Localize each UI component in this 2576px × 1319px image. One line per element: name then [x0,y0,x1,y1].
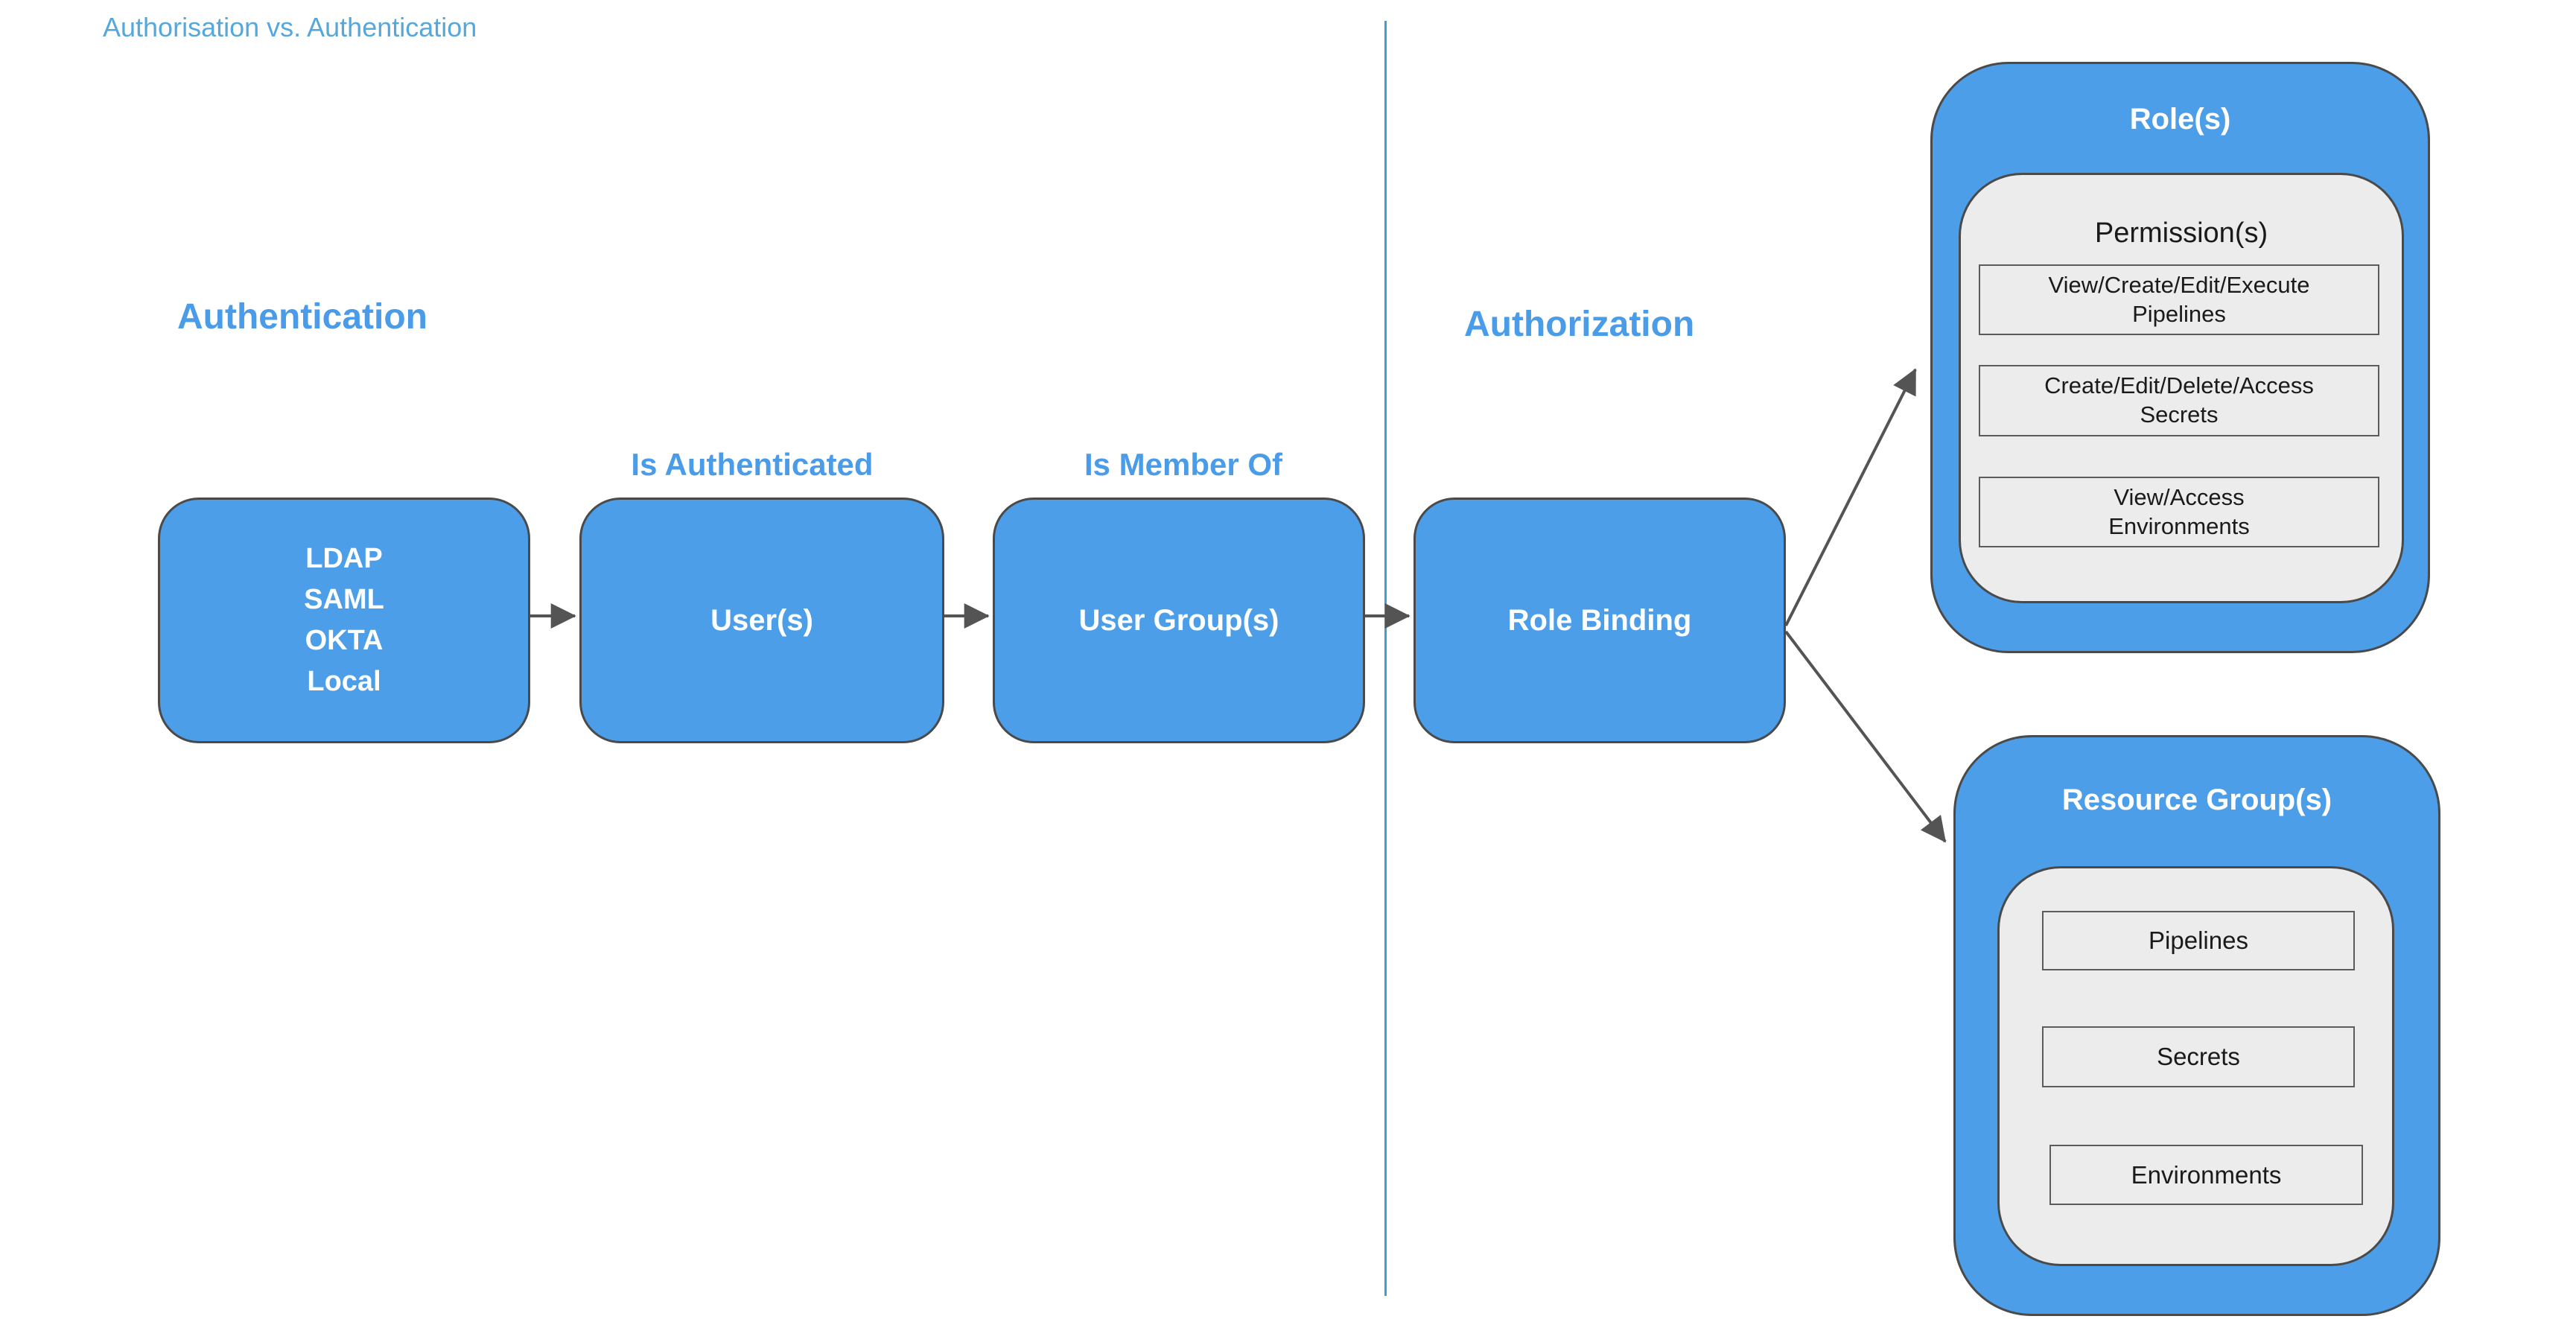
permission-item-environments: View/Access Environments [1979,477,2379,547]
permission-item-secrets-line2: Secrets [2140,401,2219,428]
identity-provider-saml: SAML [304,584,384,615]
section-divider-line [1384,21,1387,1296]
roles-group-title: Role(s) [2129,103,2231,136]
authentication-section-heading: Authentication [177,297,427,337]
permission-item-environments-line2: Environments [2108,512,2250,539]
identity-provider-local: Local [307,666,381,697]
permission-item-secrets-line1: Create/Edit/Delete/Access [2044,372,2314,399]
node-role-binding-label: Role Binding [1507,603,1692,637]
arrow-binding-to-roles [1784,368,1917,626]
edge-label-is-member-of: Is Member Of [1084,447,1283,482]
resource-item-secrets: Secrets [2042,1026,2355,1087]
identity-provider-okta: OKTA [305,625,384,656]
authorization-section-heading: Authorization [1464,305,1695,344]
permission-item-pipelines-line2: Pipelines [2132,300,2226,327]
permission-item-environments-line1: View/Access [2114,483,2245,510]
arrow-binding-to-resources [1784,630,1947,843]
edge-label-is-authenticated: Is Authenticated [631,447,874,482]
permission-item-pipelines-line1: View/Create/Edit/Execute [2048,271,2310,298]
node-user-groups: User Group(s) [993,498,1365,743]
node-user-groups-label: User Group(s) [1078,603,1279,637]
permission-item-pipelines: View/Create/Edit/Execute Pipelines [1979,264,2379,335]
node-users: User(s) [579,498,944,743]
permissions-panel-title: Permission(s) [2094,217,2268,249]
node-identity-providers: LDAP SAML OKTA Local [158,498,530,743]
resource-item-pipelines: Pipelines [2042,911,2355,970]
node-role-binding: Role Binding [1413,498,1786,743]
page-title: Authorisation vs. Authentication [103,12,477,42]
identity-provider-ldap: LDAP [305,543,383,574]
node-users-label: User(s) [710,603,813,637]
identity-providers-list: LDAP SAML OKTA Local [304,538,384,702]
resource-groups-title: Resource Group(s) [2061,784,2332,816]
permission-item-secrets: Create/Edit/Delete/Access Secrets [1979,365,2379,436]
resource-item-environments: Environments [2049,1145,2363,1205]
